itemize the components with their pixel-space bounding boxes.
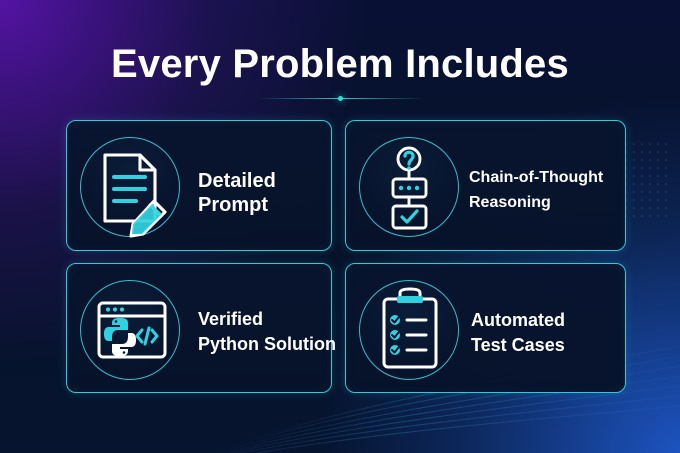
- detailed-prompt-label: Detailed Prompt: [198, 169, 276, 217]
- dot-grid-decoration: [625, 143, 667, 217]
- chain-of-thought-label: Chain-of-Thought Reasoning: [469, 165, 603, 215]
- automated-test-cases-label-line-2: Test Cases: [471, 335, 565, 355]
- divider-dot: [338, 96, 343, 101]
- chain-of-thought-card: Chain-of-Thought Reasoning: [345, 120, 626, 251]
- automated-test-cases-label: Automated Test Cases: [471, 308, 565, 358]
- verified-python-solution-label-line-1: Verified: [198, 309, 264, 329]
- automated-test-cases-card: Automated Test Cases: [345, 263, 626, 393]
- verified-python-solution-label: Verified Python Solution: [198, 307, 336, 357]
- document-pencil-icon: [103, 153, 167, 238]
- page-title: Every Problem Includes: [111, 42, 569, 86]
- chain-of-thought-label-line-2: Reasoning: [469, 194, 551, 211]
- detailed-prompt-card: Detailed Prompt: [66, 120, 332, 251]
- chain-of-thought-icon-circle: [359, 137, 459, 237]
- detailed-prompt-label-line-1: Detailed: [198, 170, 276, 192]
- chain-of-thought-label-line-1: Chain-of-Thought: [469, 169, 604, 186]
- verified-python-solution-card: Verified Python Solution: [66, 263, 336, 393]
- title-divider: [258, 96, 424, 102]
- automated-test-cases-icon-circle: [359, 280, 459, 380]
- clipboard-checklist-icon: [382, 287, 438, 369]
- automated-test-cases-label-line-1: Automated: [471, 310, 565, 330]
- verified-python-solution-icon-circle: [80, 280, 180, 380]
- reasoning-flow-icon: [391, 146, 428, 230]
- python-logo: [104, 318, 136, 356]
- detailed-prompt-label-line-2: Prompt: [198, 194, 268, 216]
- verified-python-solution-label-line-2: Python Solution: [198, 334, 336, 354]
- detailed-prompt-icon-circle: [80, 137, 180, 238]
- python-code-window-icon: [97, 301, 167, 359]
